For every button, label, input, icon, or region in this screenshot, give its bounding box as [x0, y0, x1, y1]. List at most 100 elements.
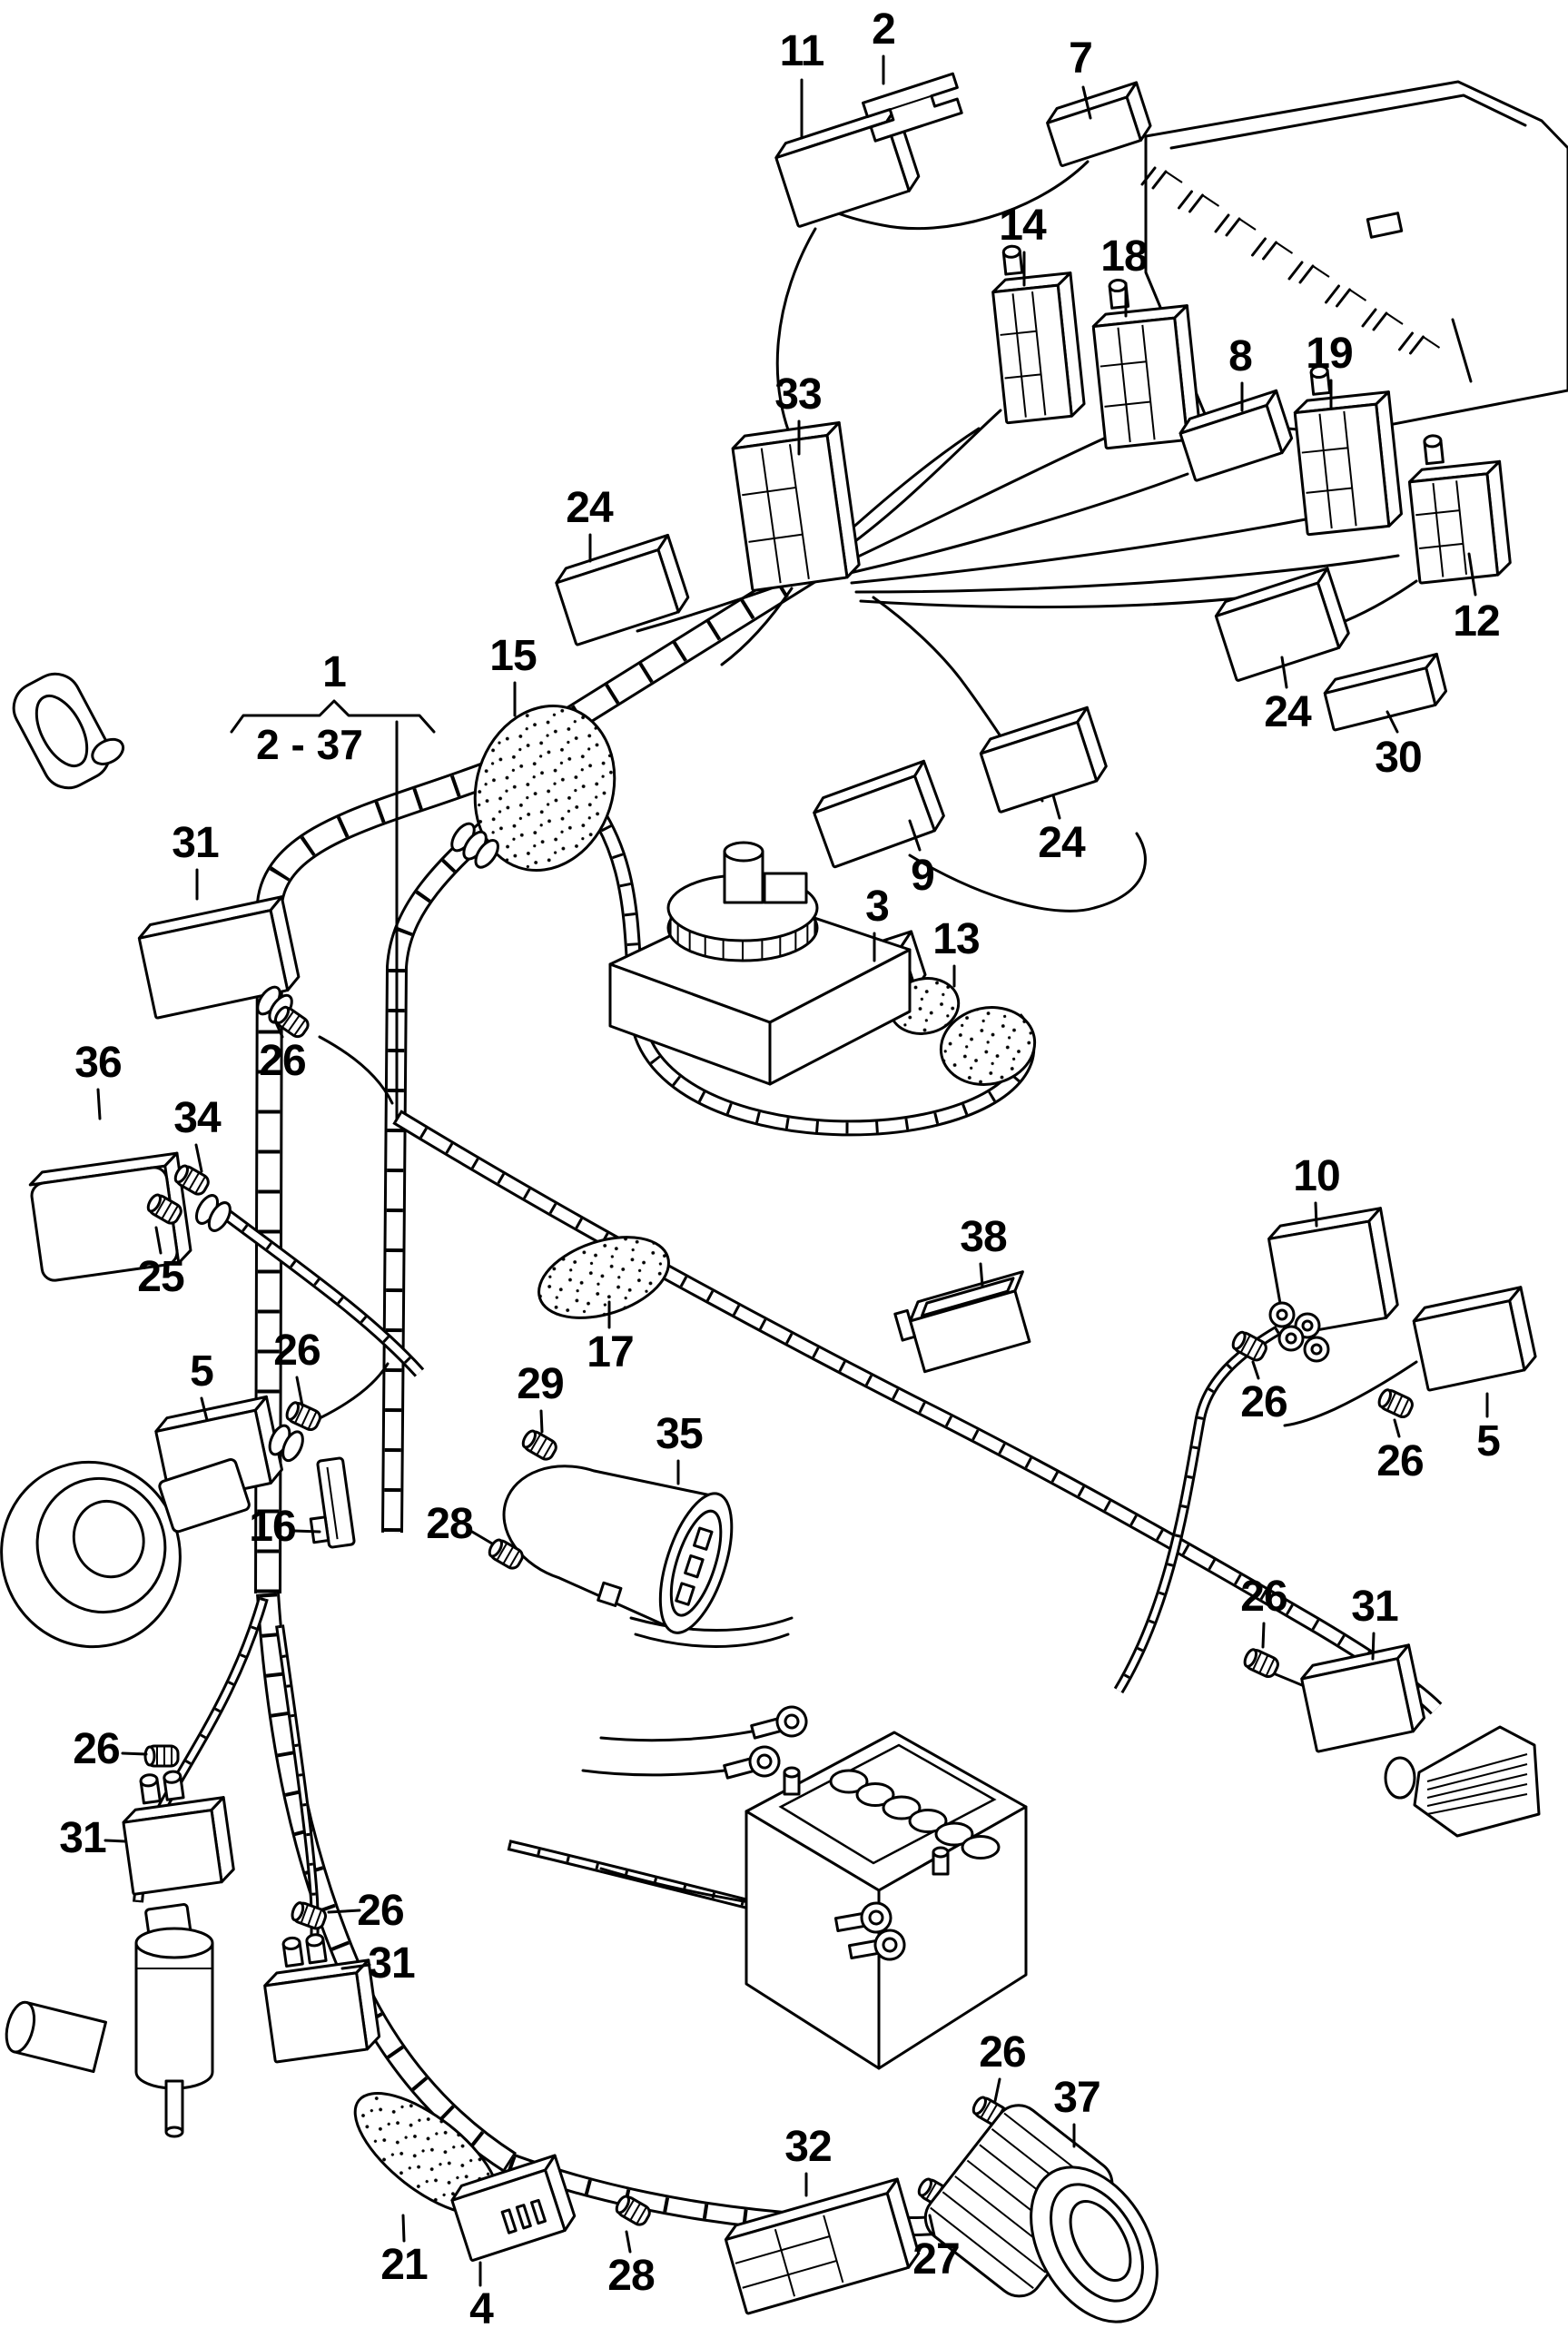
plate-body — [1144, 80, 1568, 436]
comb-step — [1201, 194, 1220, 207]
grid-line — [760, 448, 782, 584]
part-fuse-holder-14 — [991, 244, 1086, 425]
wire-fan-3 — [844, 472, 1189, 576]
cyl-slot — [684, 1554, 705, 1579]
box-front — [1324, 666, 1436, 732]
leader-line-24 — [1280, 656, 1288, 689]
callout-12: 12 — [1453, 597, 1499, 646]
pin-top — [1309, 364, 1329, 380]
callout-26: 26 — [979, 2028, 1025, 2077]
pump-top — [134, 1927, 214, 1959]
part-bullet-26-10 — [1231, 1330, 1267, 1362]
battery-cap — [882, 1795, 922, 1820]
bullet-ridge — [307, 1411, 318, 1429]
bullet-ridge — [314, 1909, 322, 1929]
wire-fan-2 — [839, 436, 1108, 567]
callout-26: 26 — [1240, 1573, 1287, 1621]
comb-tooth — [1336, 288, 1351, 308]
bullet-ridge — [301, 1905, 309, 1923]
reservoir-side — [768, 948, 912, 1086]
plate-rim — [1169, 94, 1527, 150]
part-pins-36 — [194, 1194, 232, 1232]
comb-step — [1165, 171, 1183, 183]
spout-end — [5, 2000, 36, 2054]
part-connector-31-right — [1300, 1643, 1426, 1753]
bullet-ridge — [188, 1172, 200, 1190]
part-clip-16 — [309, 1456, 356, 1549]
pin-socket-hole — [1285, 1332, 1297, 1345]
box-front — [1215, 582, 1340, 682]
part-washer-pump — [5, 1903, 214, 2138]
bullet-ridge — [293, 1019, 306, 1036]
callout-36: 36 — [74, 1039, 121, 1087]
comb-tooth — [1225, 217, 1241, 237]
comb-tooth — [1287, 261, 1304, 281]
grid-line — [1104, 400, 1151, 408]
bullet-end — [488, 1538, 503, 1558]
box-front — [1046, 96, 1142, 167]
part-bullet-25 — [146, 1193, 182, 1225]
bullet-end — [1231, 1330, 1247, 1351]
battery-cap — [829, 1769, 869, 1794]
cover-opening — [920, 1277, 1015, 1317]
part-bullet-26-5right — [1377, 1388, 1414, 1419]
box-front — [731, 434, 849, 592]
comb-step — [1386, 312, 1404, 325]
drum-rib — [930, 2206, 1034, 2289]
callout-3: 3 — [865, 883, 889, 931]
cyl-body — [502, 1465, 711, 1628]
comb-step — [1422, 336, 1441, 349]
grid-line — [1306, 487, 1353, 494]
leader-line-25 — [154, 1226, 163, 1255]
part-bullet-34 — [173, 1164, 210, 1196]
part-pushbutton-switch — [0, 1458, 251, 1649]
callout-25: 25 — [137, 1253, 184, 1301]
bullet-ridge — [542, 1441, 554, 1459]
box-front — [122, 1809, 223, 1896]
battery-post-top — [932, 1846, 950, 1859]
pin-socket-hole — [1301, 1319, 1314, 1332]
wire-fan-5 — [854, 554, 1400, 594]
bullet-end — [173, 1164, 189, 1184]
box-front — [1293, 402, 1391, 537]
comb-tooth — [1178, 190, 1193, 210]
wire-fan-1 — [833, 409, 1002, 557]
comb-tooth — [1372, 311, 1388, 331]
bullet-ridge — [502, 1546, 514, 1564]
part-bullet-28-mid — [488, 1538, 524, 1570]
bullet-ridge — [986, 2104, 998, 2122]
callout-26: 26 — [273, 1327, 320, 1375]
box-front — [980, 721, 1098, 814]
comb-tooth — [1214, 213, 1230, 233]
bullet-ridge — [1252, 1652, 1262, 1670]
bracket-1 — [230, 699, 436, 734]
part-clip-2 — [862, 72, 963, 143]
pump-outlet — [164, 2079, 184, 2133]
grid-line — [1100, 360, 1147, 368]
pin-top — [281, 1936, 301, 1951]
pin-socket-hole — [1310, 1343, 1323, 1356]
cyl-slot — [675, 1582, 695, 1606]
slot — [500, 2208, 518, 2234]
leader-line-26 — [1393, 1418, 1401, 1438]
bullet-end — [917, 2177, 932, 2197]
leader-line-21 — [401, 2214, 406, 2243]
grid-line — [1141, 324, 1156, 440]
bullet-ridge — [281, 1011, 294, 1028]
box-front — [725, 2192, 910, 2315]
battery-cap — [855, 1782, 895, 1807]
callout-5: 5 — [1476, 1417, 1500, 1465]
part-connector-10 — [1267, 1207, 1399, 1337]
pin-top — [1108, 278, 1128, 293]
battery-cap — [961, 1835, 1001, 1860]
comb-tooth — [1140, 166, 1157, 186]
grid-line — [1432, 482, 1445, 577]
callout-24: 24 — [1264, 688, 1312, 736]
part-connector-32 — [724, 2177, 921, 2315]
part-bullet-29 — [521, 1429, 557, 1461]
button-inner — [72, 1499, 145, 1579]
pin-top — [163, 1770, 182, 1784]
wire-wire-9 — [908, 832, 1147, 913]
part-ring-terminal-1 — [750, 1705, 808, 1740]
part-connector-24-right — [1214, 567, 1350, 682]
